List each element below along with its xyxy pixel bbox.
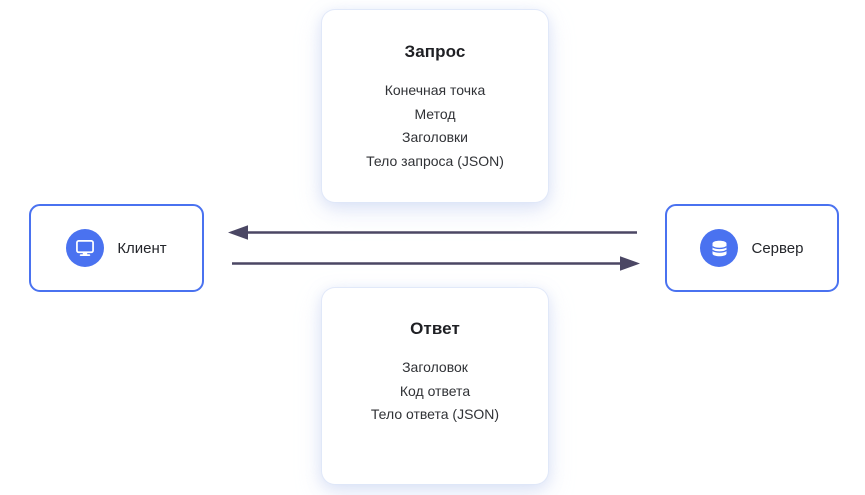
response-card-title: Ответ [410,319,460,338]
request-line-endpoint: Конечная точка [384,82,486,98]
database-icon [700,229,739,267]
client-node-content: Клиент [66,229,167,267]
request-card: Запрос Конечная точка Метод Заголовки Те… [322,10,548,202]
client-node-label: Клиент [117,239,167,257]
response-card-lines: Заголовок Код ответа Тело ответа (JSON) [322,356,548,427]
monitor-icon [66,229,105,267]
client-node: Клиент [29,204,204,292]
request-arrow [232,256,640,271]
request-line-headers: Заголовки [401,129,468,145]
request-line-method: Метод [414,105,456,122]
response-line-status-code: Код ответа [399,382,471,399]
response-arrow [228,225,637,240]
response-card: Ответ Заголовок Код ответа Тело ответа (… [322,288,548,484]
request-card-lines: Конечная точка Метод Заголовки Тело запр… [322,79,548,173]
response-line-body: Тело ответа (JSON) [370,406,500,422]
response-line-header: Заголовок [402,359,468,375]
request-card-title: Запрос [404,42,466,61]
server-node-label: Сервер [751,239,804,257]
request-line-body: Тело запроса (JSON) [366,152,504,169]
server-node-content: Сервер [700,229,804,267]
server-node: Сервер [665,204,839,292]
